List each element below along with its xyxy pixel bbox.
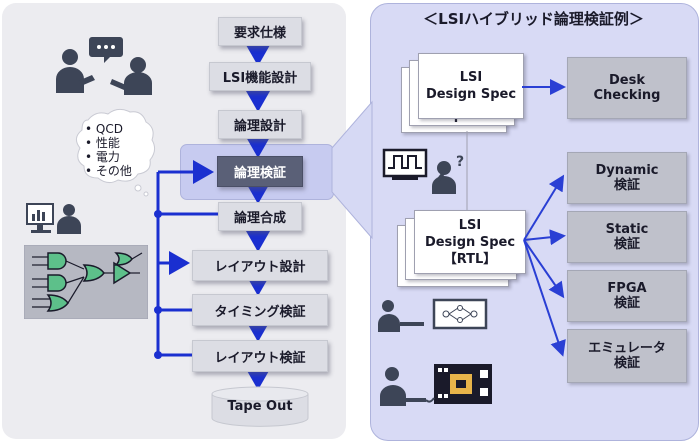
desk-checking-box: Desk Checking [567, 57, 687, 119]
flow-step-label: レイアウト設計 [214, 260, 306, 275]
spec-card-rtl: LSI Design Spec 【RTL】 [414, 210, 526, 274]
flow-step-label: レイアウト検証 [214, 350, 306, 366]
concern-text: QCD [95, 122, 123, 136]
flow-step-logic-design: 論理設計 [218, 110, 302, 139]
flow-step-label: LSI機能設計 [222, 71, 298, 86]
check-line: 検証 [613, 178, 640, 193]
dynamic-verification-box: Dynamic 検証 [567, 152, 687, 204]
tape-out-label: Tape Out [227, 399, 293, 414]
flow-step-layout-verification: レイアウト検証 [192, 340, 328, 372]
spec-line: Design Spec [425, 87, 517, 102]
fpga-board-icon [380, 364, 492, 406]
check-line: Dynamic [595, 163, 659, 178]
flow-step-layout-design: レイアウト設計 [192, 250, 328, 281]
analyst-monitor-icon [26, 203, 81, 234]
concern-text: その他 [95, 164, 132, 178]
check-line: FPGA [607, 281, 647, 296]
flow-step-timing-verification: タイミング検証 [192, 294, 328, 326]
spec-line: LSI [459, 70, 483, 85]
concern-item: • 電力 [85, 150, 120, 164]
concern-list: • QCD • 性能 • 電力 • その他 [85, 122, 132, 178]
flow-step-label: 要求仕様 [233, 26, 286, 41]
flow-step-label: タイミング検証 [214, 304, 306, 320]
thought-bubble [76, 108, 156, 197]
fpga-verification-box: FPGA 検証 [567, 270, 687, 322]
right-panel-title: ＜LSIハイブリッド論理検証例＞ [423, 10, 644, 28]
check-line: 検証 [613, 356, 640, 371]
check-line: 検証 [613, 237, 640, 252]
check-line: Static [605, 222, 649, 237]
emulator-verification-box: エミュレータ 検証 [567, 329, 687, 383]
logic-gates-icon [24, 245, 148, 319]
spec-line: Design Spec [424, 234, 516, 250]
check-line: Checking [593, 88, 661, 103]
flow-step-logic-synthesis: 論理合成 [218, 202, 302, 231]
flow-step-label: 論理設計 [233, 119, 286, 134]
waveform-thinker-icon: ? [382, 148, 464, 194]
zoom-connector [331, 100, 373, 240]
tape-out-cylinder [211, 386, 309, 427]
concern-item: • その他 [85, 164, 132, 178]
concern-item: • QCD [85, 122, 123, 136]
spec-line: LSI [458, 217, 482, 233]
flow-step-label: 論理合成 [233, 211, 286, 226]
spec-line: 【RTL】 [443, 251, 497, 267]
concern-item: • 性能 [85, 136, 120, 150]
check-line: Desk [609, 73, 645, 88]
spec-card-design-spec: LSI Design Spec [418, 53, 524, 119]
engineer-laptop-icon [378, 298, 488, 332]
flow-step-lsi-function-design: LSI機能設計 [209, 62, 311, 91]
flow-step-logic-verification: 論理検証 [217, 156, 303, 187]
svg-text:?: ? [456, 154, 464, 170]
concern-text: 性能 [95, 136, 120, 150]
meeting-people-icon [56, 37, 152, 95]
check-line: エミュレータ [588, 341, 666, 356]
static-verification-box: Static 検証 [567, 211, 687, 263]
check-line: 検証 [613, 296, 640, 311]
concern-text: 電力 [95, 150, 120, 164]
flow-step-label: 論理検証 [233, 166, 286, 181]
flow-step-requirements: 要求仕様 [218, 17, 302, 46]
